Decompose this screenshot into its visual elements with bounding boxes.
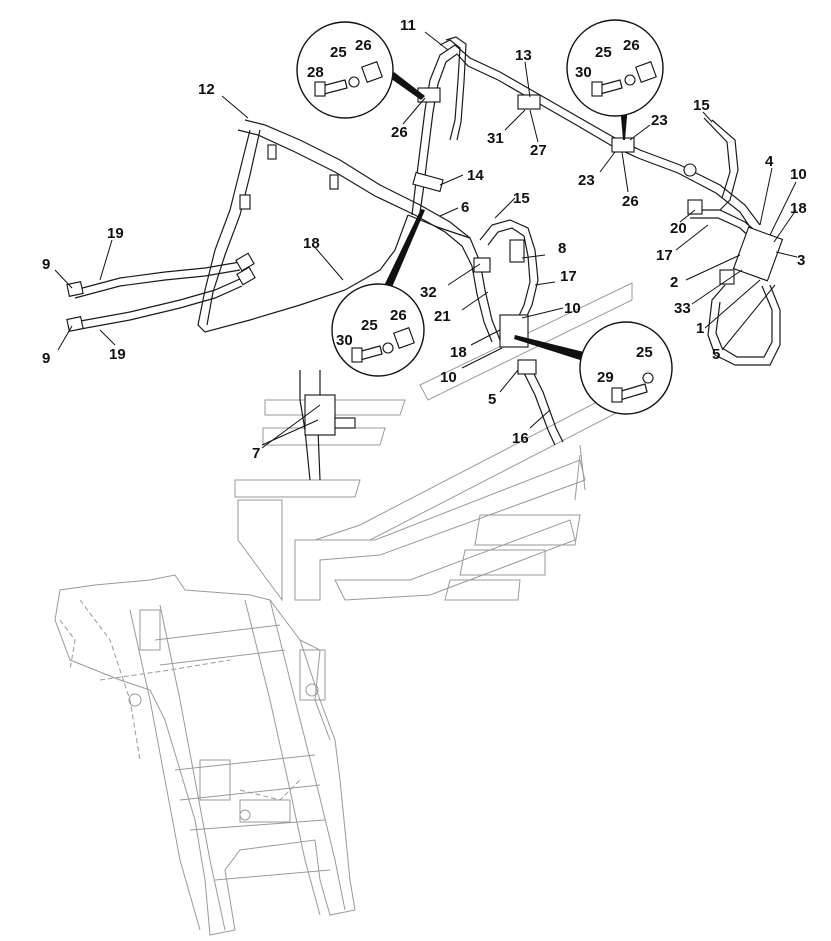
callout-16: 16	[512, 430, 529, 447]
callout-20: 20	[670, 220, 687, 237]
callout-10-lower: 10	[440, 369, 457, 386]
callout-6: 6	[461, 199, 469, 216]
callout-5-right: 5	[712, 346, 720, 363]
fittings	[66, 87, 784, 436]
callout-26-left: 26	[391, 124, 408, 141]
loader-frame-outline	[54, 574, 356, 936]
detail-2-label-a: 25	[595, 44, 612, 61]
callout-11: 11	[400, 17, 416, 34]
callout-19-lower: 19	[109, 346, 126, 363]
callout-26-right: 26	[622, 193, 639, 210]
callout-23-upper: 23	[651, 112, 668, 129]
detail-3-label-c: 30	[336, 332, 353, 349]
callout-15-center: 15	[513, 190, 530, 207]
callout-5-center: 5	[488, 391, 496, 408]
callout-21: 21	[434, 308, 451, 325]
detail-view-3: 25 26 30	[331, 283, 425, 377]
detail-pointer-3	[382, 209, 425, 292]
detail-1-label-a: 25	[330, 44, 347, 61]
callout-14: 14	[467, 167, 484, 184]
detail-pointer-4	[514, 335, 584, 360]
callout-9-lower: 9	[42, 350, 50, 367]
callout-18-lower: 18	[450, 344, 467, 361]
detail-4-label-c: 29	[597, 369, 614, 386]
callout-23-lower: 23	[578, 172, 595, 189]
callout-2: 2	[670, 274, 678, 291]
callout-10-center: 10	[564, 300, 581, 317]
callout-18-right: 18	[790, 200, 807, 217]
detail-2-label-c: 30	[575, 64, 592, 81]
detail-4-label-a: 25	[636, 344, 653, 361]
detail-3-label-a: 25	[361, 317, 378, 334]
callout-33: 33	[674, 300, 691, 317]
callout-4: 4	[765, 153, 774, 170]
detail-view-2: 25 26 30	[566, 19, 664, 117]
callout-12: 12	[198, 81, 215, 98]
callout-3: 3	[797, 252, 805, 269]
callout-19-upper: 19	[107, 225, 124, 242]
callout-27: 27	[530, 142, 547, 159]
callout-9-upper: 9	[42, 256, 50, 273]
callout-10-right: 10	[790, 166, 807, 183]
leader-lines	[54, 31, 798, 449]
callout-31: 31	[487, 130, 504, 147]
decal-panel-outline	[234, 282, 633, 602]
detail-view-4: 25 29	[579, 321, 673, 415]
callout-18-center: 18	[303, 235, 320, 252]
hose-routing	[74, 36, 781, 481]
callout-15-right: 15	[693, 97, 710, 114]
callout-32: 32	[420, 284, 437, 301]
detail-2-label-b: 26	[623, 37, 640, 54]
callout-8: 8	[558, 240, 566, 257]
detail-pointer-1	[390, 72, 425, 100]
callout-7: 7	[252, 445, 260, 462]
callout-labels: 11 13 12 15 4 10 18 3 23 23 26 26 31 27 …	[42, 17, 807, 462]
callout-17-right: 17	[656, 247, 673, 264]
detail-1-label-c: 28	[307, 64, 324, 81]
detail-3-label-b: 26	[390, 307, 407, 324]
callout-13: 13	[515, 47, 532, 64]
callout-17-center: 17	[560, 268, 577, 285]
callout-1: 1	[696, 320, 704, 337]
detail-view-1: 25 26 28	[296, 21, 394, 119]
detail-1-label-b: 26	[355, 37, 372, 54]
